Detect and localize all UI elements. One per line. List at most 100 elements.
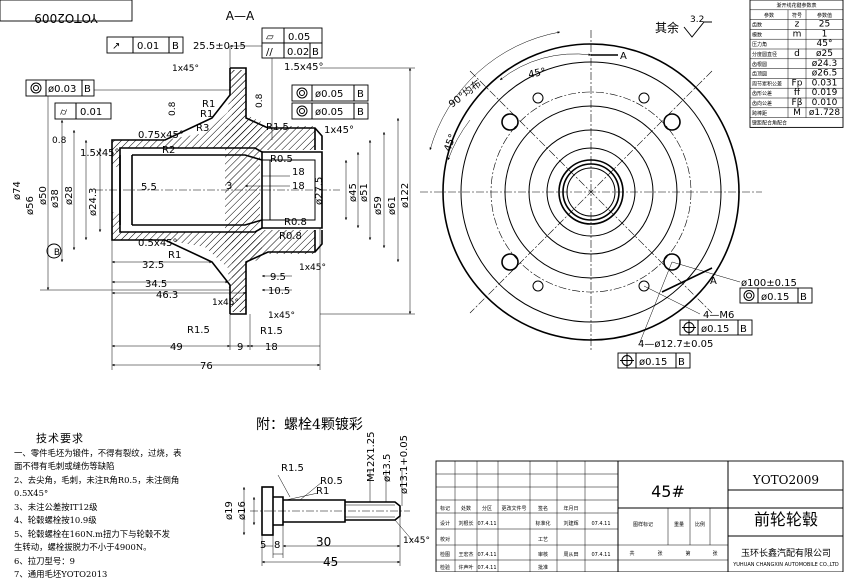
dim-chamfer-0-5: 0.5x45°	[138, 238, 178, 249]
svg-text:0.01: 0.01	[80, 107, 102, 118]
title-block-cell: 07.4.11	[591, 552, 610, 558]
params-cell: ø25	[816, 49, 833, 59]
title-block-label: 签名	[538, 505, 548, 512]
dim-d27-5: ø27.5	[314, 177, 325, 205]
title-block-cell: 设计	[440, 520, 450, 527]
cylindricity-icon: ⌭	[60, 107, 68, 118]
svg-text:ø0.15: ø0.15	[761, 292, 789, 303]
bolt-d16: ø16	[237, 501, 248, 520]
params-cell: 齿形公差	[752, 90, 772, 97]
dim-r1-top: R1	[202, 99, 215, 110]
fcf-9: ø0.15 B	[679, 319, 753, 336]
params-header: 参数值	[817, 12, 832, 19]
svg-text:ø0.05: ø0.05	[315, 107, 343, 118]
fcf-1: ↗ 0.01 B	[106, 36, 184, 54]
title-block-cell: 周从田	[563, 552, 578, 558]
title-block-cell: 检验	[440, 564, 450, 571]
params-cell: 25	[819, 20, 830, 30]
title-block-label: 分区	[482, 505, 492, 512]
tech-req-item: 一、零件毛坯为锻件，不得有裂纹，过烧，表	[14, 447, 182, 458]
bolt-d13-5: ø13.5	[382, 454, 393, 482]
dim-76: 76	[200, 361, 213, 372]
section-mark-a-top: A	[620, 51, 627, 62]
fcf-10: ø0.15 B	[617, 352, 691, 369]
datum-b-label: B	[54, 248, 60, 258]
title-block-cell: 工艺	[538, 537, 548, 543]
tech-req-title: 技术要求	[36, 432, 84, 445]
title-block-cell: 审核	[538, 551, 548, 558]
tech-req-item: 5、轮毂螺栓在160N.m扭力下与轮毂不发	[14, 528, 170, 539]
params-cell: 齿顶圆	[752, 72, 767, 78]
title-block-sheet: 张	[657, 550, 662, 557]
svg-text:0.01: 0.01	[137, 41, 159, 52]
title-block-cell: 07.4.11	[477, 552, 496, 558]
dim-d100: ø100±0.15	[741, 278, 797, 289]
title-block-label: 年月日	[563, 505, 578, 512]
fcf-3: // 0.02 B	[261, 42, 323, 59]
dim-chamfer-0-75: 0.75x45°	[138, 130, 184, 141]
params-table-title: 渐开线花键参数表	[776, 2, 816, 9]
svg-text:0.02: 0.02	[287, 47, 309, 58]
dim-18-b: 18	[292, 181, 305, 192]
dim-49: 49	[170, 342, 183, 353]
dim-r1-top-b: R1	[200, 109, 213, 120]
fcf-6: ø0.05 B	[291, 84, 369, 102]
dim-46-3: 46.3	[156, 290, 178, 301]
dim-d45: ø45	[348, 183, 359, 202]
dim-18-bottom: 18	[265, 342, 278, 353]
company-name: 玉环长鑫汽配有限公司	[741, 547, 831, 559]
title-block-sheet: 共	[629, 550, 634, 557]
company-name-en: YUHUAN CHANGXIN AUTOMOBILE CO.,LTD	[732, 562, 839, 568]
dim-32-5: 32.5	[142, 260, 164, 271]
params-cell: 齿根圆	[752, 61, 767, 68]
surface-value: 3.2	[690, 15, 704, 25]
title-block-sheet: 张	[712, 550, 717, 557]
params-cell: 0.019	[812, 88, 838, 98]
title-block-cell: 许声叶	[458, 564, 473, 571]
bolt-chamfer: 1x45°	[403, 536, 430, 546]
params-header: 参数	[764, 12, 774, 19]
dim-10-5: 10.5	[268, 286, 290, 297]
title-block-cell: 07.4.11	[477, 521, 496, 527]
params-cell: 跨棒距	[752, 110, 767, 117]
svg-text:B: B	[172, 41, 179, 52]
title-block-stage: 重量	[674, 521, 684, 528]
dim-d56: ø56	[25, 196, 36, 215]
fcf-5: ⌭ 0.01	[54, 102, 112, 120]
title-block-stage: 图样标记	[633, 521, 653, 528]
parallelism-icon: //	[266, 47, 273, 58]
title-block-cell: 批准	[538, 564, 548, 571]
bolt-d19: ø19	[224, 501, 235, 520]
params-cell: 1	[822, 29, 828, 39]
rough-0-8-c: 0.8	[255, 93, 265, 108]
dim-9: 9	[237, 342, 243, 353]
roughness-symbol-icon	[683, 21, 712, 38]
dim-d38: ø38	[50, 189, 61, 208]
runout-icon: ↗	[112, 41, 120, 52]
dim-d74: ø74	[12, 181, 23, 200]
dim-d122: ø122	[400, 183, 411, 208]
dim-r1-5-b: R1.5	[187, 325, 210, 336]
params-cell: d	[794, 49, 800, 59]
params-cell: 分度圆直径	[752, 51, 777, 58]
tech-req-item: 面不得有毛刺或缝伤等缺陷	[14, 461, 115, 471]
bolt-d13-1: ø13.1+0.05	[399, 435, 410, 494]
svg-text:B: B	[84, 84, 91, 95]
dim-r3: R3	[196, 123, 209, 134]
params-cell: m	[793, 29, 802, 39]
drawing-number-tag: YOTO2009	[0, 0, 133, 25]
params-cell: 0.010	[812, 98, 838, 108]
params-cell: 齿向公差	[752, 100, 772, 107]
dim-9-5: 9.5	[270, 272, 286, 283]
fcf-4: ø0.03 B	[25, 79, 95, 97]
params-header: 符号	[792, 12, 802, 19]
dim-34-5: 34.5	[145, 279, 167, 290]
dim-r1-5-top: R1.5	[266, 122, 289, 133]
bolt-view	[242, 470, 413, 566]
dim-d28: ø28	[64, 186, 75, 205]
params-cell: z	[795, 20, 800, 30]
dim-r0-8-b: R0.8	[279, 231, 302, 242]
